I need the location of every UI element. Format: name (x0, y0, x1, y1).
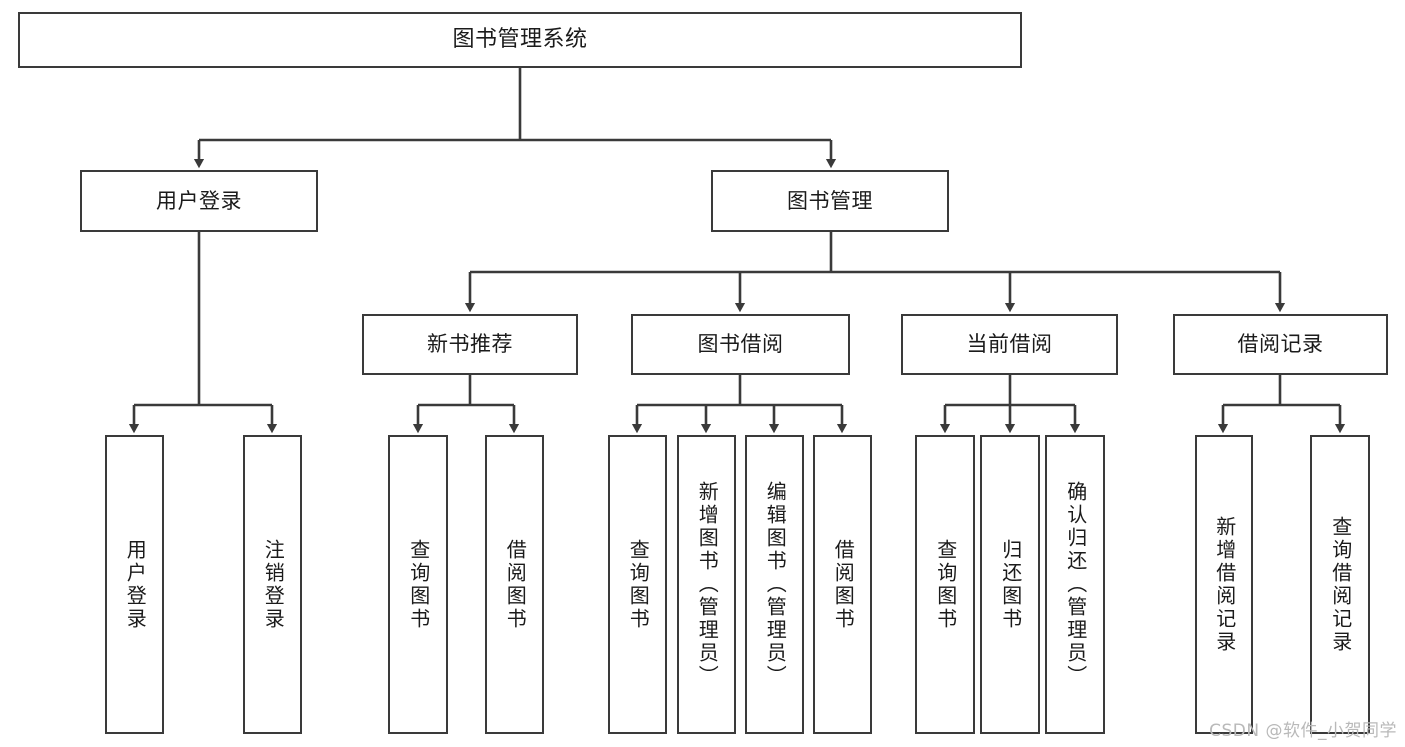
node-label: 当前借阅 (966, 332, 1053, 357)
watermark-text: CSDN @软件_小贺同学 (1209, 721, 1397, 741)
node-label: 用户登录 (123, 538, 148, 631)
node-label: 图书管理系统 (452, 27, 588, 53)
node-root-system[interactable]: 图书管理系统 (18, 12, 1022, 68)
node-current-borrow[interactable]: 当前借阅 (901, 314, 1118, 375)
leaf-return-book[interactable]: 归还图书 (980, 435, 1040, 734)
node-label: 新书推荐 (427, 332, 513, 357)
node-label: 编辑图书（管理员） (763, 481, 788, 688)
node-label: 查询图书 (933, 538, 958, 631)
node-label: 借阅图书 (503, 538, 528, 631)
leaf-query-book-borrow[interactable]: 查询图书 (608, 435, 667, 734)
node-new-book-recommend[interactable]: 新书推荐 (362, 314, 578, 375)
node-label: 新增图书（管理员） (695, 481, 720, 688)
node-label: 用户登录 (156, 188, 242, 213)
leaf-user-login[interactable]: 用户登录 (105, 435, 164, 734)
node-book-borrow[interactable]: 图书借阅 (631, 314, 850, 375)
node-borrow-record[interactable]: 借阅记录 (1173, 314, 1388, 375)
node-label: 查询图书 (406, 538, 431, 631)
node-label: 新增借阅记录 (1212, 515, 1237, 654)
leaf-borrow-book[interactable]: 借阅图书 (813, 435, 872, 734)
leaf-edit-book-admin[interactable]: 编辑图书（管理员） (745, 435, 804, 734)
node-label: 借阅记录 (1237, 332, 1324, 357)
node-book-management[interactable]: 图书管理 (711, 170, 949, 232)
node-label: 确认归还（管理员） (1063, 481, 1088, 688)
node-label: 图书借阅 (697, 332, 784, 357)
node-label: 图书管理 (787, 188, 873, 213)
leaf-query-book-recommend[interactable]: 查询图书 (388, 435, 448, 734)
node-label: 查询图书 (626, 538, 651, 631)
node-label: 注销登录 (261, 538, 286, 631)
leaf-logout[interactable]: 注销登录 (243, 435, 302, 734)
node-label: 归还图书 (998, 538, 1023, 631)
node-label: 借阅图书 (831, 538, 856, 631)
leaf-confirm-return-admin[interactable]: 确认归还（管理员） (1045, 435, 1105, 734)
leaf-add-borrow-record[interactable]: 新增借阅记录 (1195, 435, 1253, 734)
node-user-login[interactable]: 用户登录 (80, 170, 318, 232)
leaf-query-book-current[interactable]: 查询图书 (915, 435, 975, 734)
node-label: 查询借阅记录 (1328, 515, 1353, 654)
leaf-borrow-book-recommend[interactable]: 借阅图书 (485, 435, 544, 734)
leaf-add-book-admin[interactable]: 新增图书（管理员） (677, 435, 736, 734)
leaf-query-borrow-record[interactable]: 查询借阅记录 (1310, 435, 1370, 734)
